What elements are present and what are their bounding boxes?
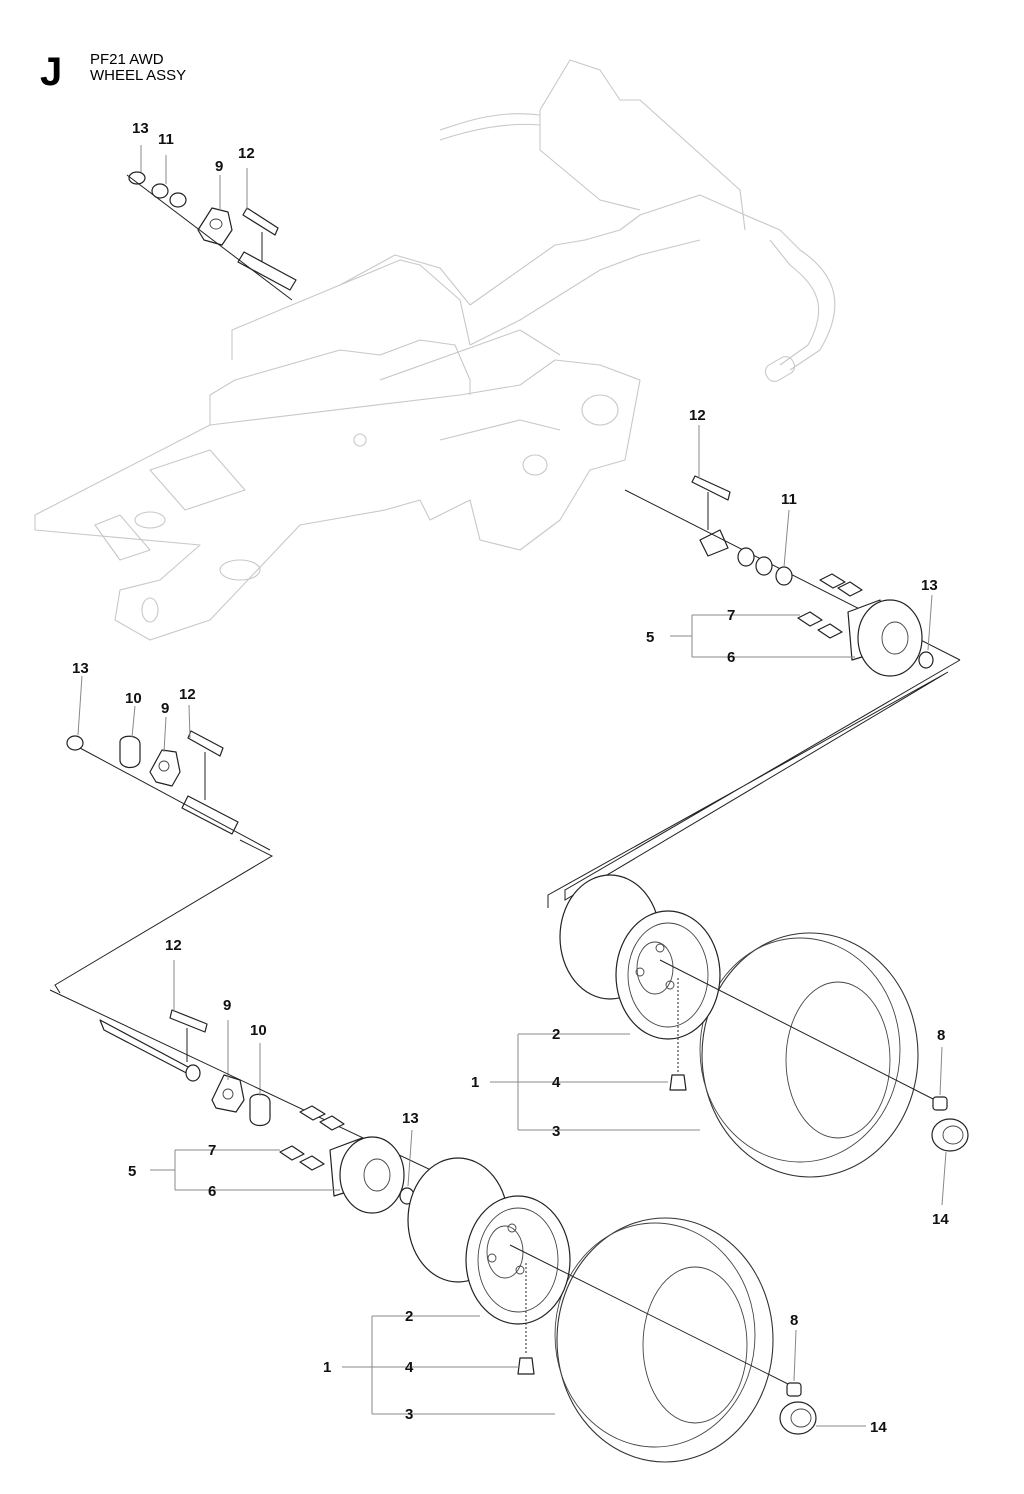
callout-labels: 13 11 9 12 12 11 13 7 5 6 13 10 9 12 2 1… — [72, 120, 949, 1436]
pivot-shaft — [237, 251, 297, 291]
retaining-ring-13-left — [66, 735, 84, 751]
section-letter: J — [40, 50, 63, 94]
shaft-end-right — [699, 529, 729, 557]
callout-7: 7 — [727, 607, 735, 624]
callout-13: 13 — [402, 1110, 419, 1127]
callout-12: 12 — [689, 407, 706, 424]
callout-7: 7 — [208, 1142, 216, 1159]
callout-12: 12 — [238, 145, 255, 162]
callout-3: 3 — [552, 1123, 560, 1140]
washer-11b — [169, 192, 187, 208]
callout-11: 11 — [158, 131, 174, 148]
key-12 — [242, 207, 279, 236]
right-hub-group — [547, 425, 961, 908]
bushing-10-lower — [249, 1093, 271, 1127]
bolt-7-right-a — [819, 573, 846, 589]
callout-12: 12 — [179, 686, 196, 703]
washer-11-right-a — [737, 547, 755, 567]
bracket-plate-9-left — [149, 749, 181, 787]
tire-3-lower — [556, 1217, 774, 1463]
title-line-model: PF21 AWD — [90, 51, 164, 68]
bolt-6-right — [817, 623, 843, 639]
callout-1: 1 — [471, 1074, 479, 1091]
rim-2-upper-inner — [615, 910, 721, 1040]
hub-cap-14-lower — [779, 1401, 817, 1435]
callout-10: 10 — [125, 690, 142, 707]
washer-11 — [151, 183, 169, 199]
lower-wheel-assembly — [342, 1157, 866, 1463]
retaining-ring-13-right — [918, 651, 934, 669]
callout-14: 14 — [870, 1419, 887, 1436]
shaft-lower — [99, 1019, 197, 1079]
bracket-plate-9-lower — [211, 1074, 245, 1113]
callout-14: 14 — [932, 1211, 949, 1228]
callout-13: 13 — [921, 577, 938, 594]
bolt-6-lower — [299, 1155, 325, 1171]
callout-6: 6 — [208, 1183, 216, 1200]
callout-11: 11 — [781, 491, 797, 508]
retaining-ring-13 — [128, 171, 146, 185]
valve-4-upper — [669, 1074, 687, 1091]
bushing-10 — [119, 735, 141, 769]
bolt-7-right-b — [837, 581, 863, 597]
callout-5: 5 — [646, 629, 654, 646]
nut-8-upper — [932, 1096, 948, 1111]
valve-4-lower — [517, 1357, 535, 1375]
left-pivot-group — [54, 675, 274, 994]
shaft-left — [181, 795, 239, 835]
bracket-plate-9 — [197, 207, 233, 246]
bolt-7-lower-c — [279, 1145, 305, 1161]
callout-3: 3 — [405, 1406, 413, 1423]
upper-wheel-assembly — [490, 874, 969, 1206]
rim-2-lower-inner — [465, 1195, 571, 1325]
callout-9: 9 — [223, 997, 231, 1014]
washer-11-right-c — [775, 566, 793, 586]
callout-5: 5 — [128, 1163, 136, 1180]
bolt-7-right-c — [797, 611, 823, 627]
callout-4: 4 — [405, 1359, 414, 1376]
callout-2: 2 — [552, 1026, 560, 1043]
callout-10: 10 — [250, 1022, 267, 1039]
washer-11-right-b — [755, 556, 773, 576]
upper-left-pivot-group — [126, 145, 297, 301]
callout-2: 2 — [405, 1308, 413, 1325]
callout-12: 12 — [165, 937, 182, 954]
callout-8: 8 — [790, 1312, 798, 1329]
bolt-7-lower-b — [319, 1115, 345, 1131]
callout-9: 9 — [215, 158, 223, 175]
callout-9: 9 — [161, 700, 169, 717]
key-12-lower — [169, 1009, 208, 1033]
callout-8: 8 — [937, 1027, 945, 1044]
bolt-7-lower-a — [299, 1105, 326, 1121]
key-12-right — [691, 475, 731, 501]
callout-1: 1 — [323, 1359, 331, 1376]
hub-flange-6-right — [857, 599, 923, 677]
hub-flange-6-lower — [339, 1136, 405, 1214]
callout-6: 6 — [727, 649, 735, 666]
diagram-title: PF21 AWD WHEEL ASSY — [90, 52, 186, 84]
callout-13: 13 — [132, 120, 149, 137]
callout-4: 4 — [552, 1074, 561, 1091]
chassis-frame — [34, 59, 836, 641]
tire-3-upper — [701, 932, 919, 1178]
callout-13: 13 — [72, 660, 89, 677]
nut-8-lower — [786, 1382, 802, 1397]
title-line-assembly: WHEEL ASSY — [90, 67, 187, 84]
hub-cap-14-upper — [931, 1118, 969, 1152]
